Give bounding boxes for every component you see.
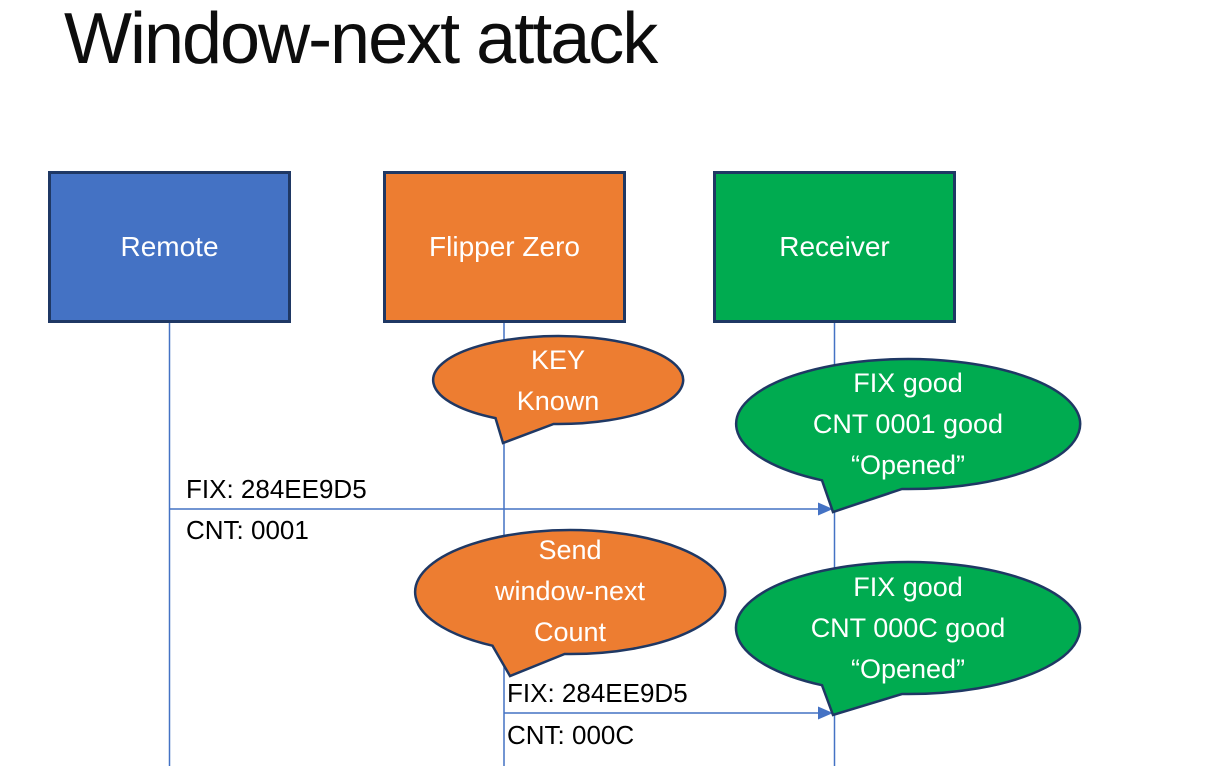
page-title: Window-next attack [64, 0, 658, 79]
actor-label-flipper-zero: Flipper Zero [429, 231, 580, 262]
actor-box-remote: Remote [48, 171, 291, 323]
actor-box-flipper-zero: Flipper Zero [383, 171, 626, 323]
callout-bubble-opened-2 [734, 560, 1082, 717]
actor-label-receiver: Receiver [779, 231, 890, 262]
message-1-cnt-label: CNT: 0001 [186, 515, 309, 545]
actor-label-remote: Remote [120, 231, 219, 262]
callout-bubble-send-window-next [413, 528, 727, 678]
actor-box-receiver: Receiver [713, 171, 956, 323]
callout-bubble-key-known [431, 334, 685, 445]
message-arrow-1-head [818, 502, 833, 516]
message-arrow-2-head [818, 706, 833, 720]
message-2-fix-label: FIX: 284EE9D5 [507, 678, 688, 708]
message-1-fix-label: FIX: 284EE9D5 [186, 474, 367, 504]
message-2-cnt-label: CNT: 000C [507, 720, 635, 750]
callout-bubble-opened-1 [734, 357, 1082, 514]
